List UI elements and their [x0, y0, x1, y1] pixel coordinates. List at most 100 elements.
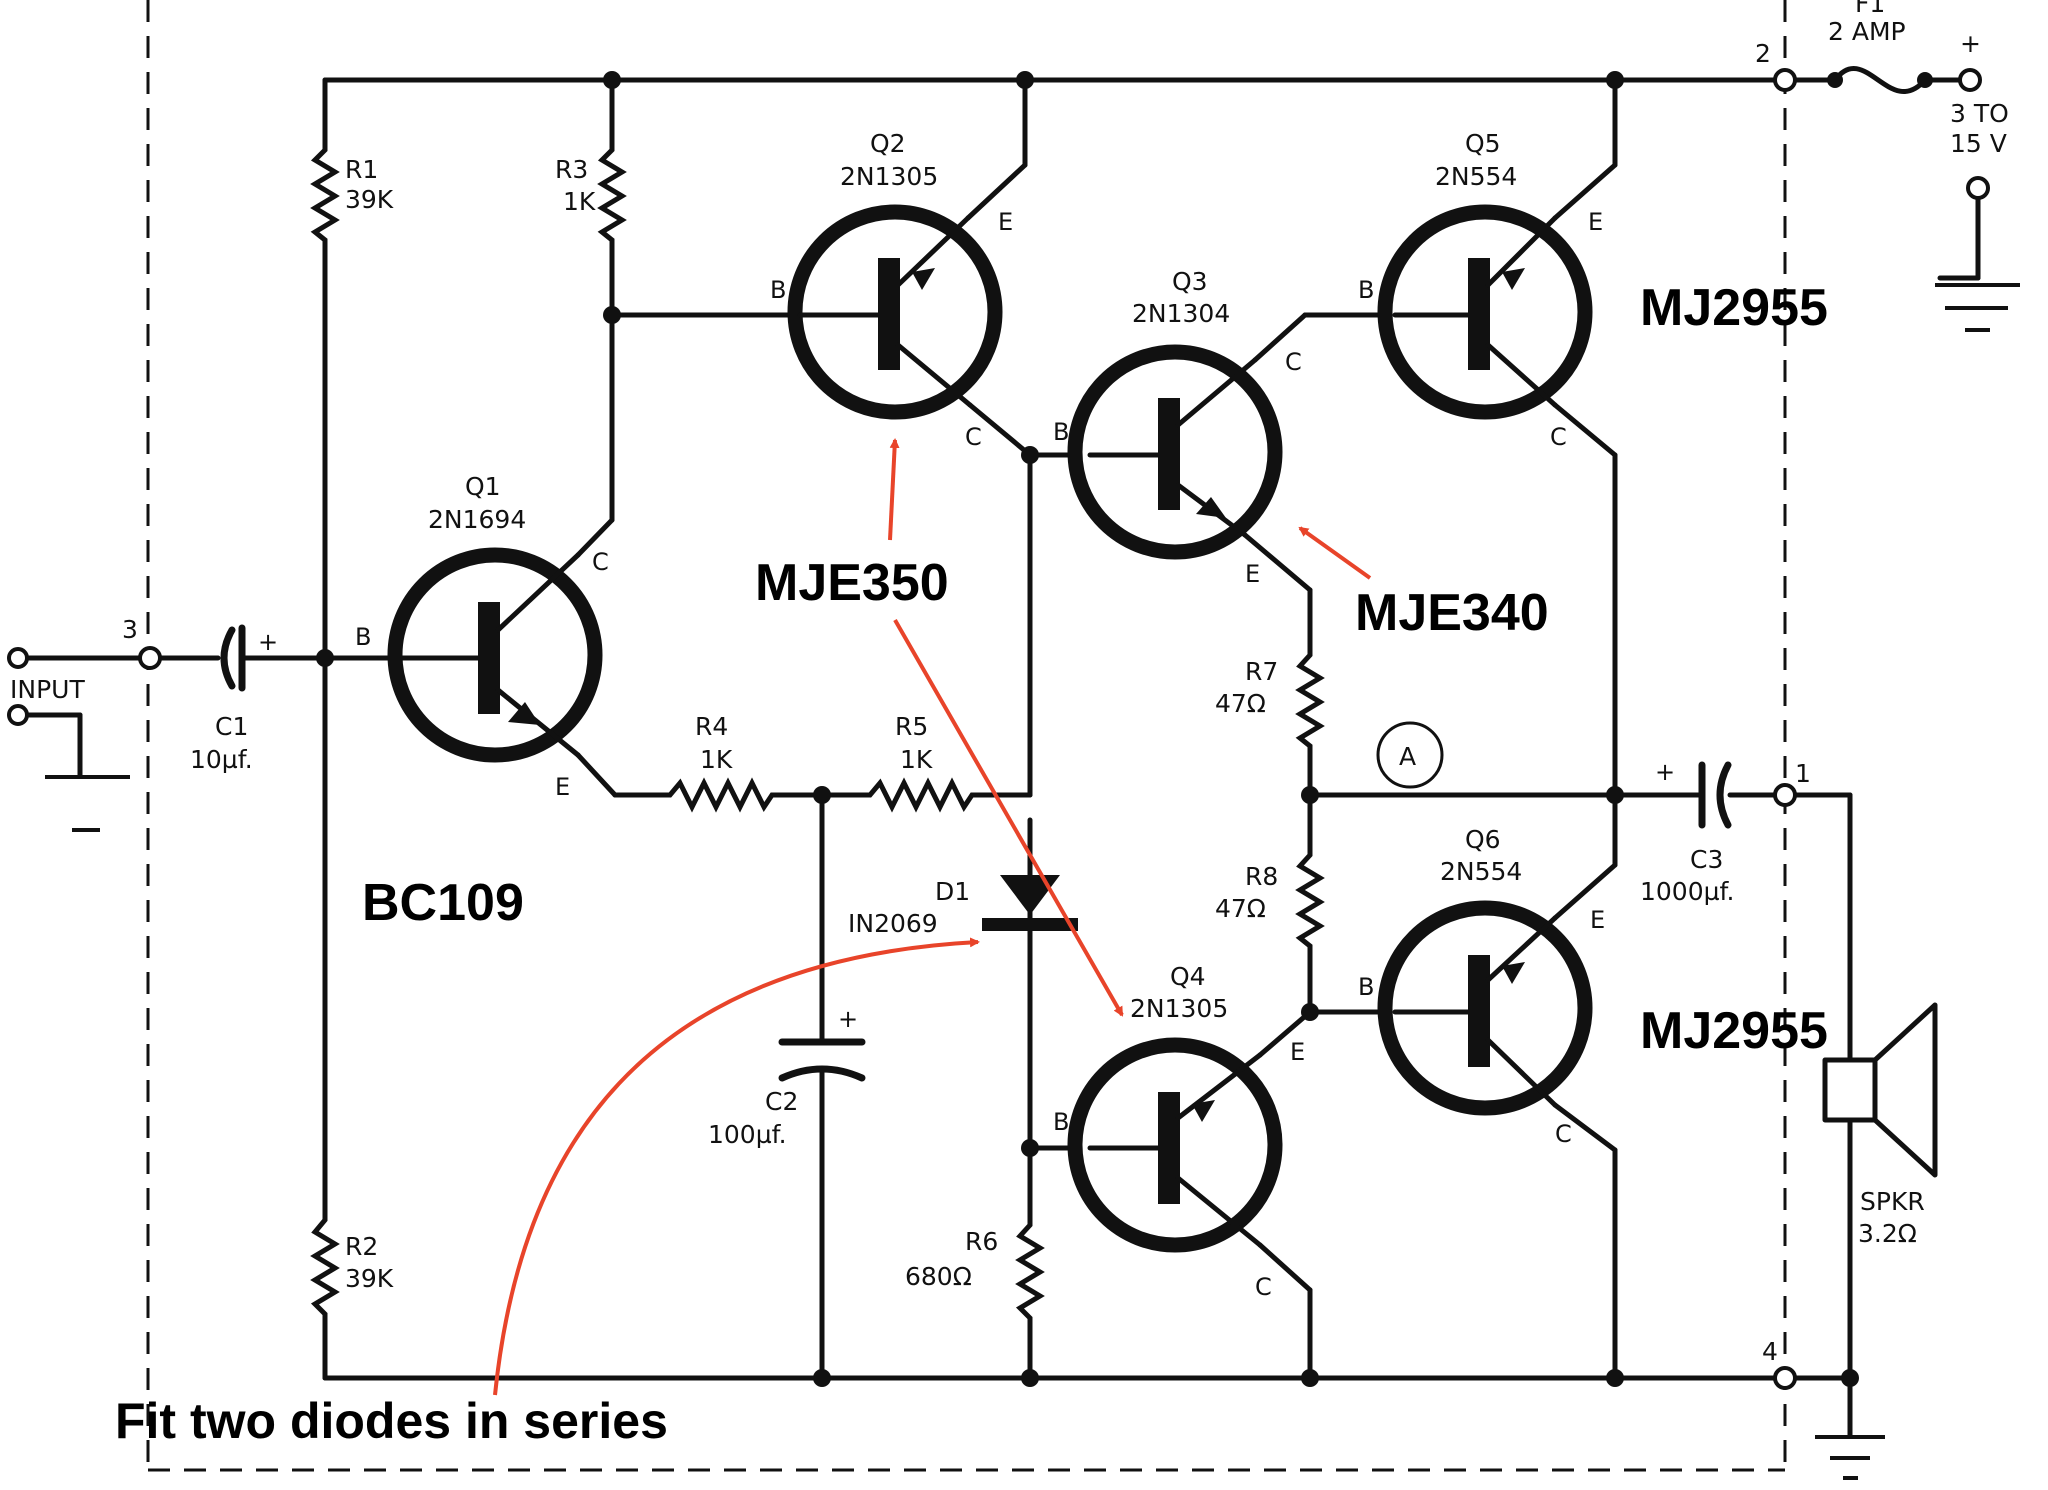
- test-point-a: A: [1376, 721, 1444, 789]
- c2-value: 100µf.: [708, 1120, 787, 1149]
- supply-plus: +: [1960, 29, 1981, 58]
- q4-pin-b: B: [1053, 1108, 1069, 1136]
- d1-ref: D1: [935, 877, 970, 906]
- spkr-value: 3.2Ω: [1858, 1219, 1917, 1248]
- c3-ref: C3: [1690, 845, 1723, 874]
- resistor-r8: R8 47Ω: [1215, 845, 1325, 955]
- supply-line2: 15 V: [1950, 129, 2007, 158]
- r2-value: 39K: [345, 1264, 394, 1293]
- supply-terminal: + 3 TO 15 V: [1950, 29, 2009, 200]
- terminal-3: 3: [122, 615, 138, 644]
- d1-value: IN2069: [848, 909, 938, 938]
- junctions: [316, 71, 1859, 1387]
- replacement-labels: MJ2955 MJE350 MJE340 BC109 MJ2955 Fit tw…: [115, 279, 1828, 1449]
- q2-ref: Q2: [870, 129, 906, 158]
- transistor-q5: Q5 2N554 B E C: [1358, 129, 1603, 451]
- q1-pin-c: C: [592, 548, 609, 576]
- q6-ref: Q6: [1465, 825, 1501, 854]
- transistor-q4: Q4 2N1305 B E C: [1053, 962, 1305, 1301]
- r5-value: 1K: [900, 745, 933, 774]
- resistor-r4: R4 1K: [660, 712, 780, 813]
- q2-pin-b: B: [770, 276, 786, 304]
- fuse-f1: F1 2 AMP: [1827, 0, 1933, 88]
- c1-ref: C1: [215, 712, 248, 741]
- q5-substitute-label: MJ2955: [1640, 279, 1828, 337]
- q5-pin-c: C: [1550, 423, 1567, 451]
- q1-ref: Q1: [465, 472, 501, 501]
- resistor-r2: R2 39K: [310, 1210, 394, 1330]
- q1-value: 2N1694: [428, 505, 526, 534]
- q5-pin-e: E: [1588, 208, 1603, 236]
- r3-ref: R3: [555, 155, 588, 184]
- resistor-r1: R1 39K: [310, 140, 394, 255]
- r3-value: 1K: [563, 187, 596, 216]
- q6-pin-e: E: [1590, 906, 1605, 934]
- q3-pin-e: E: [1245, 560, 1260, 588]
- c3-plus: +: [1655, 758, 1675, 786]
- q6-pin-b: B: [1358, 973, 1374, 1001]
- capacitor-c3: + C3 1000µf.: [1640, 758, 1734, 906]
- r7-ref: R7: [1245, 657, 1278, 686]
- diode-d1: D1 IN2069: [848, 875, 1078, 938]
- q2-value: 2N1305: [840, 162, 938, 191]
- capacitor-c1: + C1 10µf.: [190, 624, 278, 774]
- q1-substitute-label: BC109: [362, 874, 524, 932]
- q2-pin-c: C: [965, 423, 982, 451]
- capacitor-c2: + C2 100µf.: [708, 1005, 866, 1149]
- q2-substitute-label: MJE350: [755, 554, 949, 612]
- q1-pin-b: B: [355, 623, 371, 651]
- c2-ref: C2: [765, 1087, 798, 1116]
- q4-pin-c: C: [1255, 1273, 1272, 1301]
- speaker: SPKR 3.2Ω: [1822, 1002, 1938, 1248]
- q3-value: 2N1304: [1132, 299, 1230, 328]
- r6-ref: R6: [965, 1227, 998, 1256]
- transistor-q1: Q1 2N1694 B C E: [355, 472, 609, 801]
- q3-pin-c: C: [1285, 348, 1302, 376]
- test-point-label: A: [1399, 742, 1416, 771]
- q4-ref: Q4: [1170, 962, 1206, 991]
- q6-value: 2N554: [1440, 857, 1522, 886]
- r1-ref: R1: [345, 155, 378, 184]
- r8-value: 47Ω: [1215, 894, 1266, 923]
- q6-pin-c: C: [1555, 1120, 1572, 1148]
- q1-pin-e: E: [555, 773, 570, 801]
- resistor-r6: R6 680Ω: [905, 1215, 1045, 1330]
- r4-ref: R4: [695, 712, 728, 741]
- r5-ref: R5: [895, 712, 928, 741]
- resistor-r7: R7 47Ω: [1215, 645, 1325, 755]
- supply-line1: 3 TO: [1950, 99, 2009, 128]
- f1-value: 2 AMP: [1828, 17, 1906, 46]
- r6-value: 680Ω: [905, 1262, 972, 1291]
- c1-value: 10µf.: [190, 745, 253, 774]
- q3-substitute-label: MJE340: [1355, 584, 1549, 642]
- r8-ref: R8: [1245, 862, 1278, 891]
- c1-plus: +: [258, 628, 278, 656]
- diode-note: Fit two diodes in series: [115, 1393, 668, 1449]
- r2-ref: R2: [345, 1232, 378, 1261]
- q5-value: 2N554: [1435, 162, 1517, 191]
- f1-ref: F1: [1855, 0, 1885, 18]
- terminal-4: 4: [1762, 1337, 1778, 1366]
- spkr-ref: SPKR: [1860, 1187, 1925, 1216]
- q3-ref: Q3: [1172, 267, 1208, 296]
- q3-pin-b: B: [1053, 418, 1069, 446]
- transistor-q2: Q2 2N1305 B E C: [770, 129, 1013, 451]
- transistor-q6: Q6 2N554 B E C: [1358, 825, 1605, 1148]
- transistor-q3: Q3 2N1304 B C E: [1053, 267, 1302, 588]
- r4-value: 1K: [700, 745, 733, 774]
- resistor-r3: R3 1K: [555, 140, 627, 255]
- q2-pin-e: E: [998, 208, 1013, 236]
- annotation-arrows: [493, 438, 1372, 1396]
- q6-substitute-label: MJ2955: [1640, 1002, 1828, 1060]
- r1-value: 39K: [345, 185, 394, 214]
- resistor-r5: R5 1K: [860, 712, 980, 813]
- module-terminals: 3 2 1 4: [122, 39, 1811, 1390]
- r7-value: 47Ω: [1215, 689, 1266, 718]
- q5-pin-b: B: [1358, 276, 1374, 304]
- q5-ref: Q5: [1465, 129, 1501, 158]
- terminal-1: 1: [1795, 759, 1811, 788]
- q4-pin-e: E: [1290, 1038, 1305, 1066]
- input-connector: INPUT: [7, 647, 85, 726]
- module-boundary: [146, 0, 1787, 1472]
